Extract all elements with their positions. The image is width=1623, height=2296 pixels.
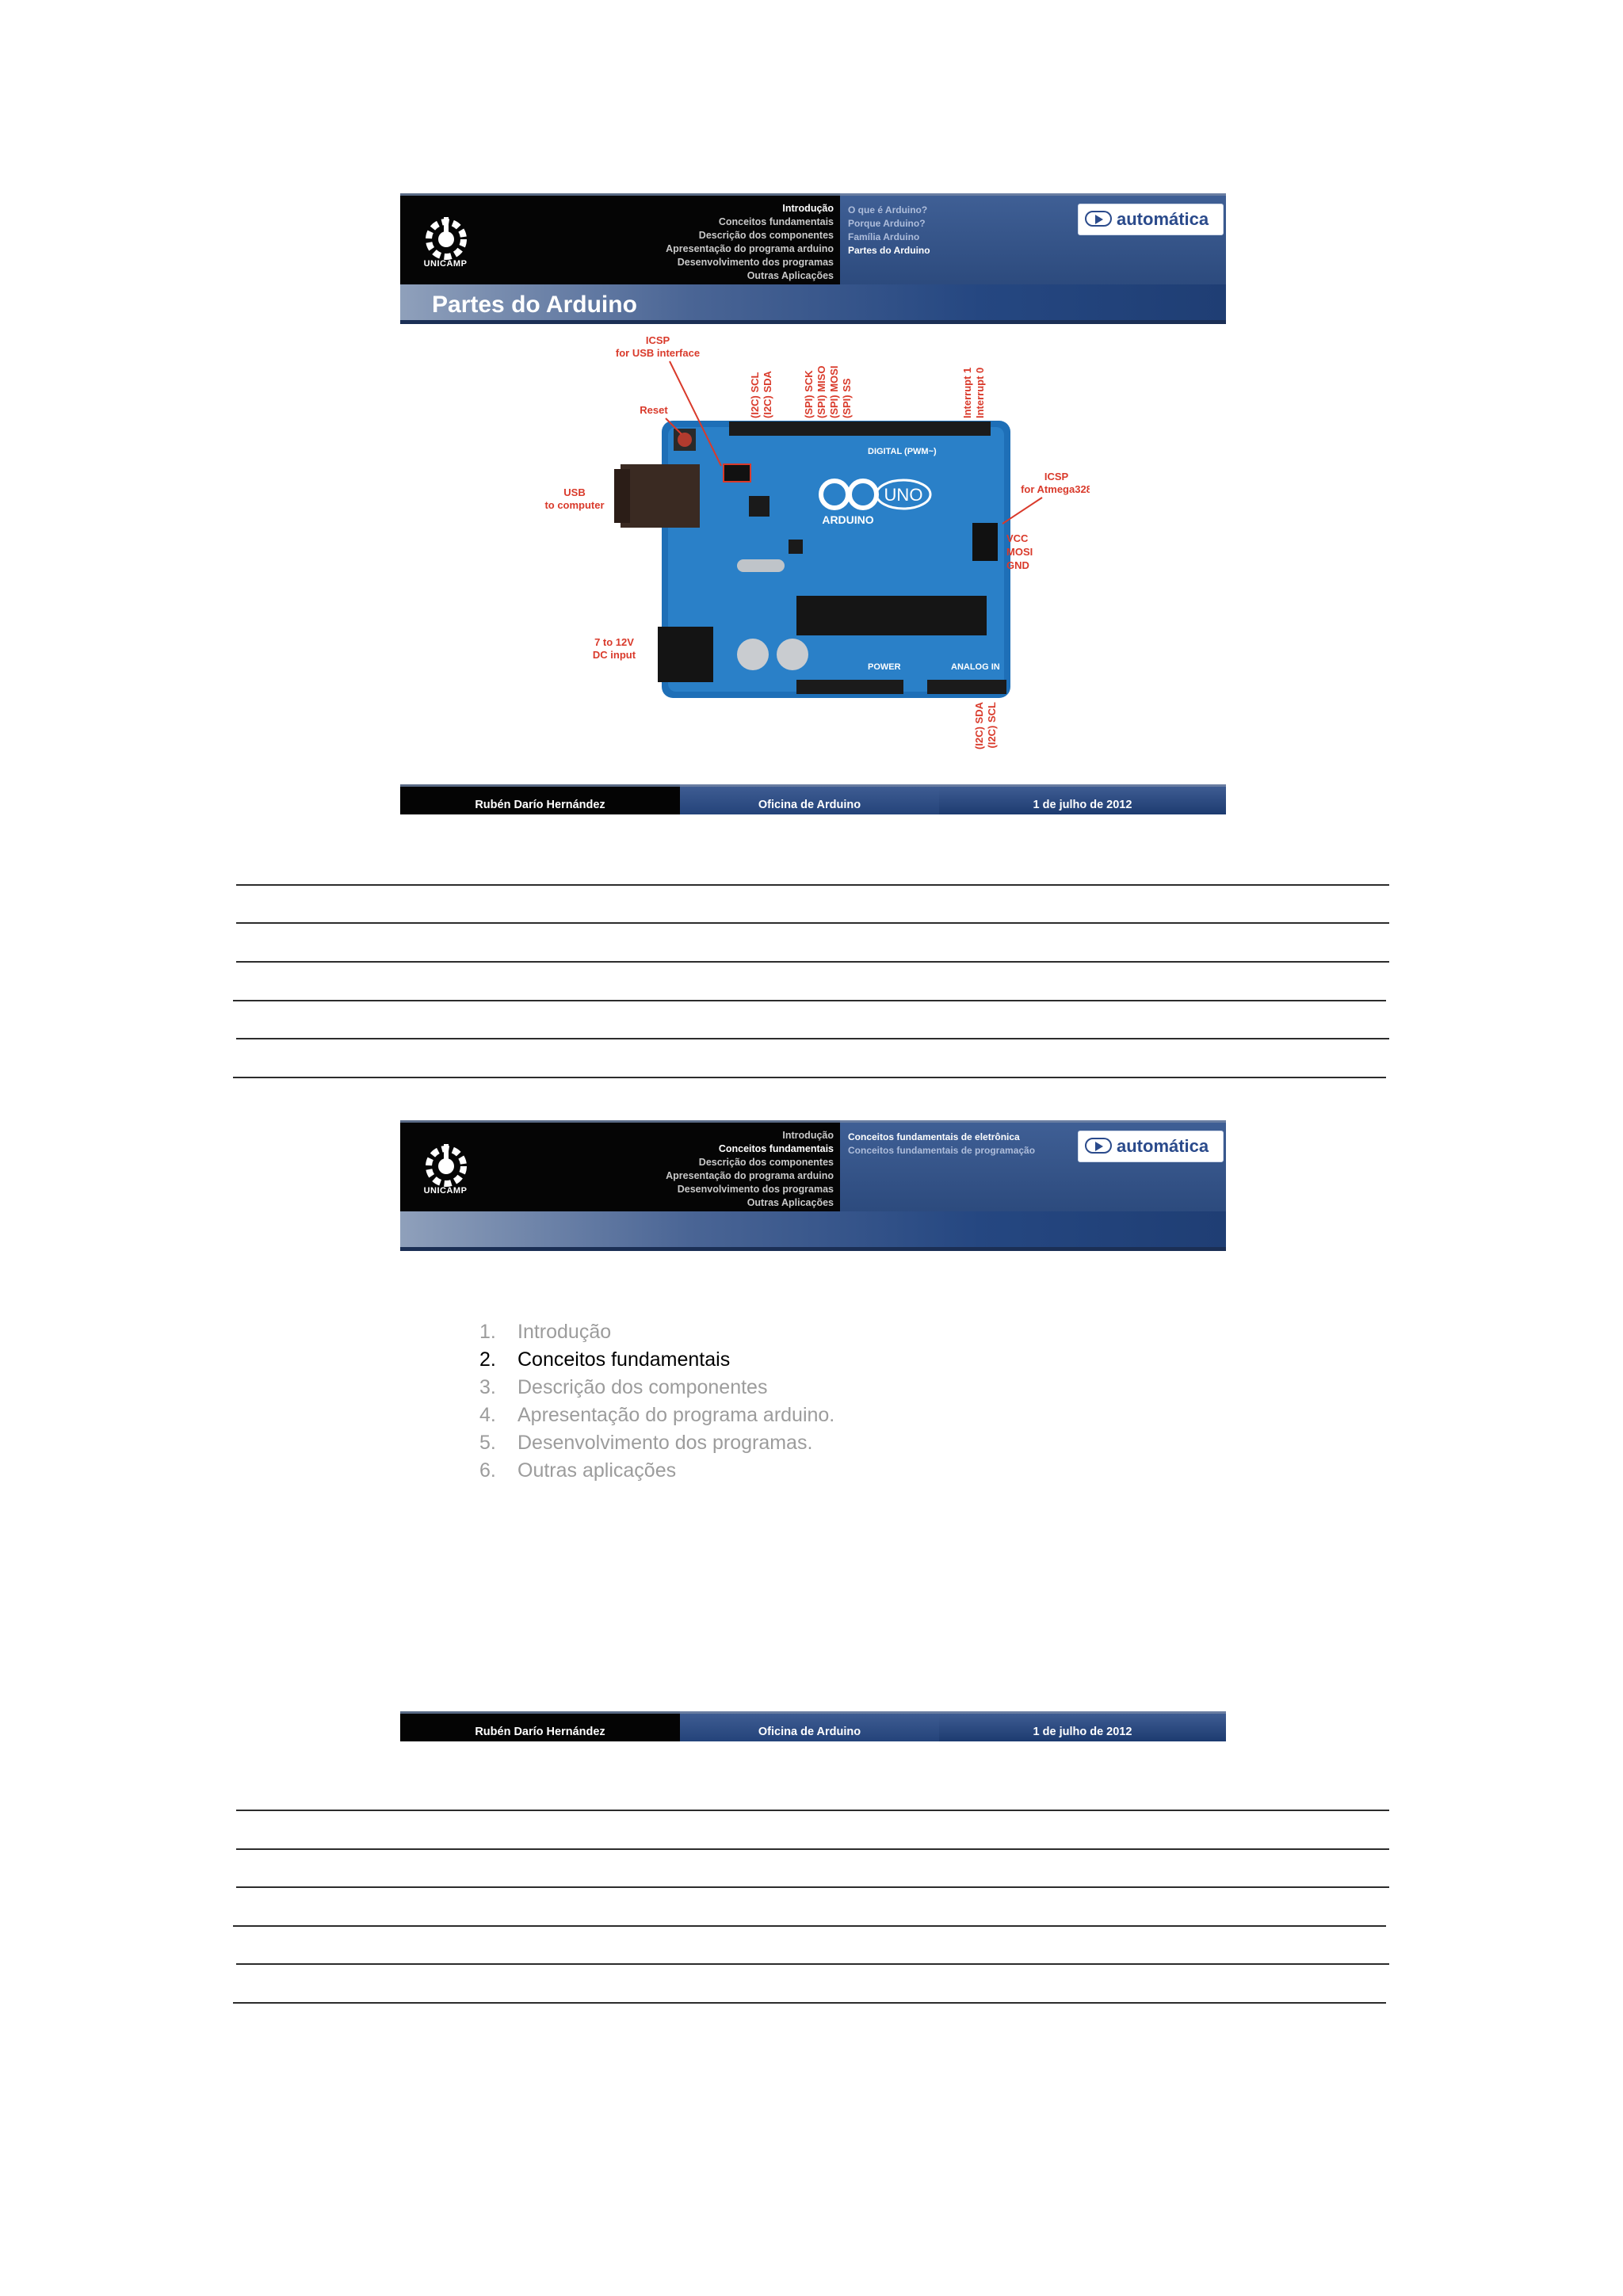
subnav-item[interactable]: Família Arduino <box>848 231 920 242</box>
label-spi-ss: (SPI) SS <box>841 378 853 418</box>
board-arduino-text: ARDUINO <box>822 513 873 526</box>
label-vcc: VCC <box>1006 532 1029 544</box>
label-icsp-usb: ICSP <box>646 334 670 346</box>
label-dc-sub: DC input <box>593 649 636 661</box>
note-line <box>236 1848 1389 1850</box>
slide-title: Partes do Arduino <box>432 292 637 318</box>
arduino-board-image: UNO ARDUINO DIGITAL (PWM~) POWER ANALOG … <box>544 334 1090 749</box>
footer-date: 1 de julho de 2012 <box>939 784 1226 814</box>
toc-item[interactable]: 5.Desenvolvimento dos programas. <box>479 1432 813 1454</box>
toc-item-active[interactable]: 2.Conceitos fundamentais <box>479 1348 731 1371</box>
nav-item-introducao[interactable]: Introdução <box>782 1130 834 1141</box>
note-line <box>233 1077 1386 1078</box>
note-line <box>233 1925 1386 1927</box>
play-icon <box>1085 211 1112 227</box>
section-nav: Introdução Conceitos fundamentais Descri… <box>666 1129 834 1210</box>
board-uno-text: UNO <box>884 485 923 505</box>
label-usb-sub: to computer <box>544 499 604 511</box>
play-icon <box>1085 1138 1112 1154</box>
label-bottom-scl: (I2C) SCL <box>986 702 998 749</box>
note-line <box>236 1810 1389 1811</box>
toc-item[interactable]: 6.Outras aplicações <box>479 1459 677 1482</box>
footer-author: Rubén Darío Hernández <box>400 784 680 814</box>
footer-course: Oficina de Arduino <box>680 1711 939 1741</box>
toc-item[interactable]: 4.Apresentação do programa arduino. <box>479 1404 835 1426</box>
board-power-text: POWER <box>868 662 901 672</box>
label-i2c-scl: (I2C) SCL <box>749 372 761 418</box>
automatica-logo: automática <box>1078 1131 1224 1162</box>
toc-item[interactable]: 1.Introdução <box>479 1321 612 1343</box>
note-line <box>233 2002 1386 2004</box>
nav-item-apresentacao[interactable]: Apresentação do programa arduino <box>666 1170 834 1181</box>
subnav-item-active[interactable]: Partes do Arduino <box>848 245 930 256</box>
subsection-nav: Conceitos fundamentais de eletrônica Con… <box>848 1131 1035 1158</box>
section-nav: Introdução Conceitos fundamentais Descri… <box>666 202 834 283</box>
label-gnd: GND <box>1006 559 1029 571</box>
nav-item-conceitos[interactable]: Conceitos fundamentais <box>718 1143 834 1154</box>
slide-footer: Rubén Darío Hernández Oficina de Arduino… <box>400 1711 1226 1741</box>
nav-item-outras[interactable]: Outras Aplicações <box>747 1197 834 1208</box>
note-line <box>233 1000 1386 1001</box>
nav-item-introducao[interactable]: Introdução <box>782 203 834 214</box>
nav-item-descricao[interactable]: Descrição dos componentes <box>698 230 834 241</box>
unicamp-logo-text: UNICAMP <box>423 259 468 269</box>
subnav-item[interactable]: Conceitos fundamentais de programação <box>848 1145 1036 1156</box>
subnav-item-active[interactable]: Conceitos fundamentais de eletrônica <box>848 1131 1020 1142</box>
note-line <box>236 1963 1389 1965</box>
note-line <box>236 961 1389 963</box>
nav-item-descricao[interactable]: Descrição dos componentes <box>698 1157 834 1168</box>
unicamp-logo-text: UNICAMP <box>423 1186 468 1196</box>
nav-item-apresentacao[interactable]: Apresentação do programa arduino <box>666 243 834 254</box>
footer-author: Rubén Darío Hernández <box>400 1711 680 1741</box>
slide-conceitos-fundamentais: UNICAMP Introdução Conceitos fundamentai… <box>400 1120 1226 1741</box>
label-icsp-atmega: ICSP <box>1044 471 1069 482</box>
nav-item-outras[interactable]: Outras Aplicações <box>747 270 834 281</box>
note-line <box>236 1038 1389 1039</box>
automatica-logo: automática <box>1078 204 1224 235</box>
note-line <box>236 922 1389 924</box>
label-bottom-sda: (I2C) SDA <box>973 701 985 749</box>
label-mosi: MOSI <box>1006 546 1033 558</box>
label-spi-miso: (SPI) MISO <box>815 366 827 418</box>
nav-item-desenvolvimento[interactable]: Desenvolvimento dos programas <box>677 257 834 268</box>
label-icsp-atmega-sub: for Atmega328 <box>1021 483 1090 495</box>
table-of-contents: 1.Introdução 2.Conceitos fundamentais 3.… <box>479 1318 834 1485</box>
label-interrupt-1: Interrupt 1 <box>961 368 973 418</box>
board-analog-text: ANALOG IN <box>951 662 1000 672</box>
board-digital-text: DIGITAL (PWM~) <box>868 447 937 456</box>
label-usb: USB <box>563 486 585 498</box>
label-reset: Reset <box>640 404 668 416</box>
slide-header: UNICAMP Introdução Conceitos fundamentai… <box>400 1120 1226 1251</box>
toc-item[interactable]: 3.Descrição dos componentes <box>479 1376 768 1398</box>
unicamp-logo-icon <box>426 1144 467 1187</box>
nav-item-desenvolvimento[interactable]: Desenvolvimento dos programas <box>677 1184 834 1195</box>
slide-footer: Rubén Darío Hernández Oficina de Arduino… <box>400 784 1226 814</box>
slide-partes-do-arduino: UNICAMP Introdução Conceitos fundamentai… <box>400 193 1226 814</box>
unicamp-logo-icon <box>426 217 467 260</box>
footer-course: Oficina de Arduino <box>680 784 939 814</box>
label-interrupt-0: Interrupt 0 <box>974 368 986 418</box>
subnav-item[interactable]: Porque Arduino? <box>848 218 926 229</box>
note-line <box>236 884 1389 886</box>
label-spi-sck: (SPI) SCK <box>803 370 815 418</box>
footer-date: 1 de julho de 2012 <box>939 1711 1226 1741</box>
label-icsp-usb-sub: for USB interface <box>616 347 700 359</box>
label-dc: 7 to 12V <box>594 636 634 648</box>
nav-item-conceitos[interactable]: Conceitos fundamentais <box>718 216 834 227</box>
label-spi-mosi: (SPI) MOSI <box>828 366 840 418</box>
subsection-nav: O que é Arduino? Porque Arduino? Família… <box>848 204 930 257</box>
slide-header: UNICAMP Introdução Conceitos fundamentai… <box>400 193 1226 324</box>
label-i2c-sda: (I2C) SDA <box>762 370 773 418</box>
note-line <box>236 1886 1389 1888</box>
subnav-item[interactable]: O que é Arduino? <box>848 204 928 215</box>
